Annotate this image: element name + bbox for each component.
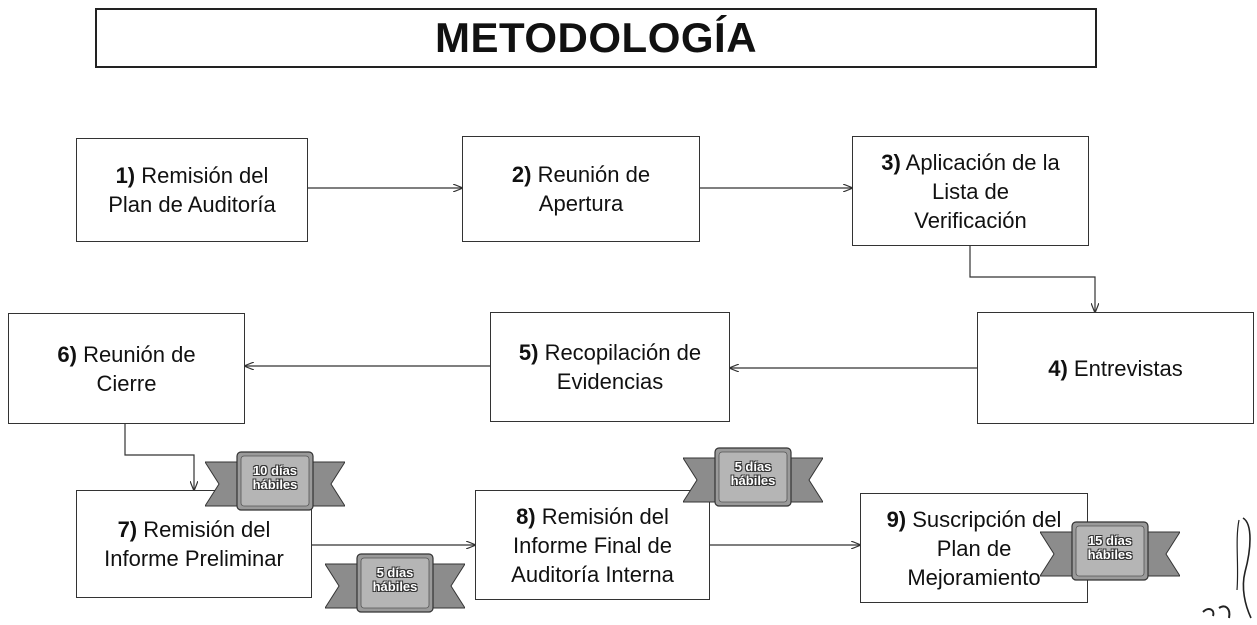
step-text: Remisión del [541,503,669,529]
step-text: Plan de [936,535,1012,561]
badge-unit: hábiles [730,473,776,488]
badge-unit: hábiles [372,579,418,594]
step-text: Remisión del [141,163,269,188]
badge-unit: hábiles [1087,547,1133,562]
badge-days: 5 días [734,459,772,474]
step-3-box: 3) Aplicación de la Lista de Verificació… [852,136,1089,246]
step-number: 5) [518,340,539,365]
badge-days: 10 días [252,463,298,478]
step-text: Aplicación de la [905,149,1060,175]
ribbon-icon [682,447,824,507]
ribbon-icon [204,451,346,511]
step-text: Entrevistas [1073,355,1183,381]
duration-badge: 5 días hábiles [324,552,466,620]
arrow-3-to-4 [969,246,1095,312]
ribbon-icon [324,553,466,613]
step-text: Apertura [538,191,624,216]
duration-badge: 15 días hábiles [1039,520,1181,588]
step-text: Mejoramiento [907,564,1041,590]
step-6-box: 6) Reunión de Cierre [8,313,245,424]
step-5-box: 5) Recopilación de Evidencias [490,312,730,422]
badge-days: 5 días [376,565,414,580]
step-1-box: 1) Remisión del Plan de Auditoría [76,138,308,242]
duration-badge: 10 días hábiles [204,450,346,518]
signature-mark [1202,517,1252,619]
step-2-box: 2) Reunión de Apertura [462,136,700,242]
arrow-6-to-7 [124,424,194,490]
step-number: 7) [117,517,138,542]
step-text: Evidencias [556,369,664,394]
step-number: 8) [516,503,536,529]
step-number: 4) [1048,355,1068,381]
step-text: Remisión del [143,517,271,542]
step-text: Reunión de [537,162,651,187]
step-text: Plan de Auditoría [108,192,276,217]
step-number: 3) [881,149,901,175]
step-text: Verificación [914,207,1027,233]
badge-days: 15 días [1087,533,1133,548]
step-number: 2) [511,162,532,187]
ribbon-icon [1039,521,1181,581]
step-text: Reunión de [83,341,196,367]
step-8-box: 8) Remisión del Informe Final de Auditor… [475,490,710,600]
title-box: METODOLOGÍA [95,8,1097,68]
duration-badge: 5 días hábiles [682,446,824,514]
step-text: Suscripción del [912,506,1062,532]
step-text: Recopilación de [544,340,702,365]
step-number: 9) [886,506,907,532]
step-number: 1) [115,163,136,188]
page-title: METODOLOGÍA [434,14,758,61]
step-text: Cierre [96,370,157,396]
step-text: Lista de [931,178,1010,204]
step-text: Informe Preliminar [104,546,284,571]
badge-unit: hábiles [252,477,298,492]
step-9-box: 9) Suscripción del Plan de Mejoramiento [860,493,1088,603]
step-number: 6) [57,341,77,367]
step-4-box: 4) Entrevistas [977,312,1254,424]
step-text: Informe Final de [513,532,672,558]
step-text: Auditoría Interna [511,561,674,587]
